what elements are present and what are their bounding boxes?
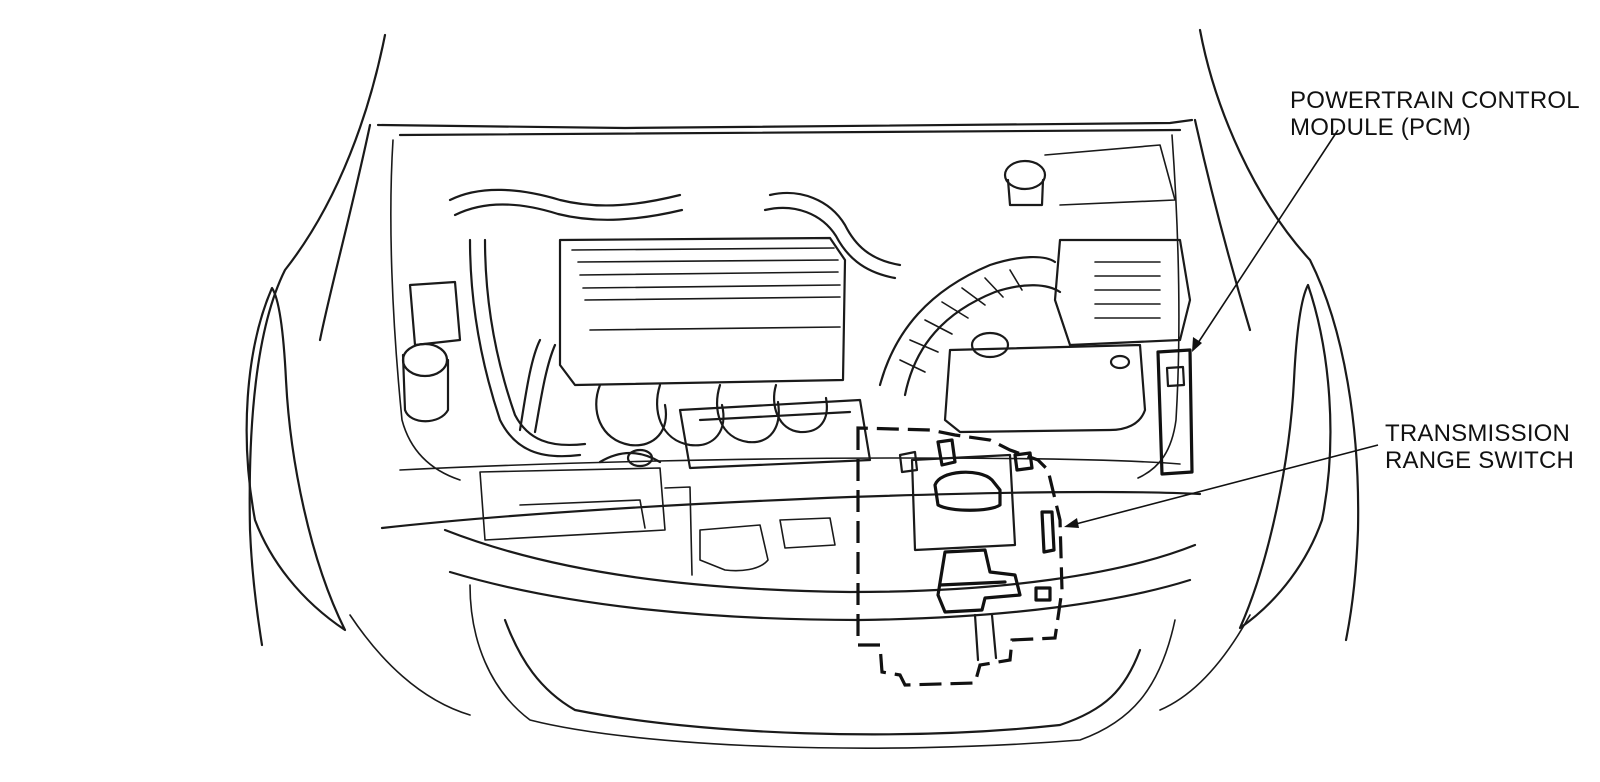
trs-arrowhead — [1064, 518, 1079, 528]
engine-components — [401, 144, 1192, 576]
trs-callout-label: TRANSMISSION RANGE SWITCH — [1385, 420, 1574, 474]
trs-callout-line1: TRANSMISSION — [1385, 420, 1571, 447]
leader-lines — [1064, 129, 1379, 528]
trs-leader-line — [1071, 444, 1379, 526]
transmission-outline — [856, 426, 1064, 687]
pcm-arrowhead — [1192, 337, 1202, 352]
pcm-callout-line1: POWERTRAIN CONTROL — [1290, 87, 1580, 114]
pcm-callout-line2: MODULE (PCM) — [1290, 114, 1472, 141]
trs-callout-line2: RANGE SWITCH — [1385, 447, 1575, 474]
pcm-callout-label: POWERTRAIN CONTROL MODULE (PCM) — [1290, 87, 1580, 141]
pcm-unit — [1156, 348, 1194, 476]
pcm-leader-line — [1195, 129, 1339, 347]
